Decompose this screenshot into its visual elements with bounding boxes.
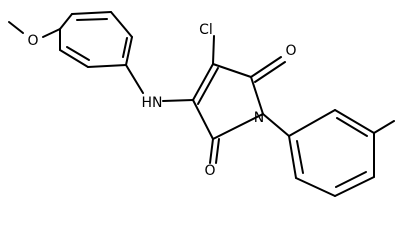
methoxyphenyl-bond-6 [71,11,112,15]
top-carbonyl-bond-a [250,56,282,78]
maleimide-bond-2 [197,67,219,105]
bottom-carbonyl-bond-a [209,138,214,164]
methoxyphenyl-bond-2 [59,49,89,68]
chemical-structure-diagram: Cl O O N HN O [8,11,395,197]
methoxyphenyl-bond-4 [125,36,133,66]
methoxyphenyl-bond-7 [59,13,73,30]
maleimide-bond-1 [192,63,214,101]
methoxyphenyl-bond-5 [110,11,133,38]
methoxyphenyl-inner-bond-1 [66,46,90,61]
amine-label: HN [142,95,163,111]
nitrogen-to-aryl-bond [262,113,290,137]
chlorine-label: Cl [199,22,213,38]
tolyl-bond-2 [334,109,375,134]
methoxyphenyl-inner-bond-3 [76,18,108,21]
top-carbonyl-bond-b [254,61,286,83]
chloro-bond [212,35,215,65]
bottom-oxygen-label: O [204,163,215,179]
maleimide-bond-5 [212,113,264,140]
tolyl-inner-bond-1 [336,117,368,137]
amine-to-maleimide-bond [162,99,194,102]
tolyl-bond-6 [288,135,297,179]
tolyl-methyl-bond [373,120,395,134]
bottom-carbonyl-bond-b [215,138,220,164]
methoxyphenyl-bond-3 [87,64,127,68]
tolyl-inner-bond-2 [335,171,367,188]
ring-nitrogen-label: N [254,110,264,126]
aryl-to-amine-bond [125,64,144,94]
maleimide-bond-4 [250,76,264,115]
top-oxygen-label: O [285,43,296,59]
tolyl-bond-4 [334,176,375,197]
tolyl-bond-1 [288,109,336,137]
methyl-to-oxygen-bond [8,21,24,34]
methoxy-oxygen-label: O [27,33,38,49]
maleimide-bond-3 [212,63,252,78]
methoxyphenyl-inner-bond-2 [122,37,128,58]
maleimide-bond-6 [192,99,214,140]
tolyl-bond-5 [295,177,336,197]
methoxy-oxygen-to-ring-bond [42,28,61,38]
tolyl-inner-bond-3 [296,140,304,174]
